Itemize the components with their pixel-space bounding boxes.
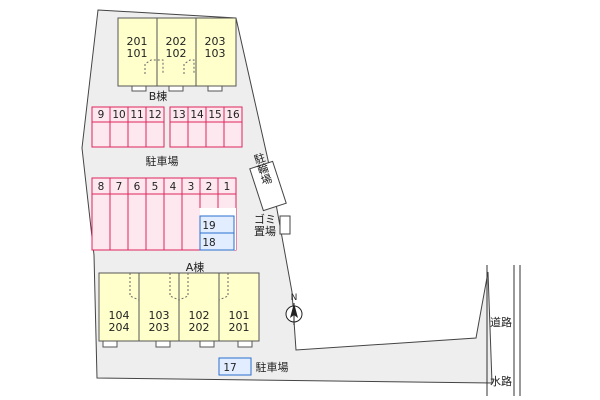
stall-16: 16 — [226, 109, 240, 121]
stall-12: 12 — [148, 109, 161, 121]
stall-8: 8 — [98, 181, 105, 193]
waterway-label: 水路 — [490, 375, 512, 388]
garbage-label-2: 置場 — [254, 225, 276, 238]
north-arrow-icon: N — [285, 293, 303, 325]
unit-b3-upper: 203 — [205, 35, 226, 48]
stall-4: 4 — [170, 181, 177, 193]
unit-a1-upper: 104 — [109, 309, 130, 322]
stall-2: 2 — [206, 181, 213, 193]
parking-bottom-label: 駐車場 — [256, 360, 289, 374]
stall-7: 7 — [116, 181, 123, 193]
building-b-label: B棟 — [149, 89, 168, 103]
building-a: A棟 104 204 103 203 102 202 101 201 — [98, 260, 260, 348]
stall-3: 3 — [188, 181, 195, 193]
unit-a4-upper: 101 — [229, 309, 250, 322]
parking-row-top-right: 13 14 15 16 — [169, 106, 243, 148]
garbage-label-1: ゴミ — [254, 212, 276, 226]
unit-b2-lower: 102 — [166, 47, 187, 60]
parking-bottom: 17 駐車場 — [218, 357, 289, 376]
unit-a2-lower: 203 — [149, 321, 170, 334]
unit-a2-upper: 103 — [149, 309, 170, 322]
garbage-area: ゴミ 置場 — [254, 212, 291, 238]
parking-blue: 19 18 — [199, 215, 235, 251]
unit-a3-upper: 102 — [189, 309, 210, 322]
stall-14: 14 — [190, 109, 204, 121]
building-a-label: A棟 — [186, 260, 205, 274]
unit-a4-lower: 201 — [229, 321, 250, 334]
unit-a3-lower: 202 — [189, 321, 210, 334]
parking-center-label: 駐車場 — [146, 154, 179, 168]
road-label: 道路 — [490, 315, 512, 329]
stall-11: 11 — [130, 109, 143, 121]
stall-15: 15 — [208, 109, 221, 121]
stall-10: 10 — [112, 109, 125, 121]
stall-19: 19 — [202, 220, 215, 232]
stall-18: 18 — [202, 237, 215, 249]
parking-row-top-left: 9 10 11 12 — [91, 106, 165, 148]
unit-b1-upper: 201 — [127, 35, 148, 48]
stall-17: 17 — [223, 362, 236, 374]
north-label: N — [291, 293, 298, 303]
stall-1: 1 — [224, 181, 231, 193]
unit-b3-lower: 103 — [205, 47, 226, 60]
building-b: 201 101 202 102 203 103 B棟 — [117, 17, 237, 103]
stall-9: 9 — [98, 109, 105, 121]
unit-a1-lower: 204 — [109, 321, 130, 334]
stall-13: 13 — [172, 109, 185, 121]
stall-6: 6 — [134, 181, 141, 193]
building-b-body — [117, 17, 237, 87]
unit-b2-upper: 202 — [166, 35, 187, 48]
stall-5: 5 — [152, 181, 159, 193]
unit-b1-lower: 101 — [127, 47, 148, 60]
